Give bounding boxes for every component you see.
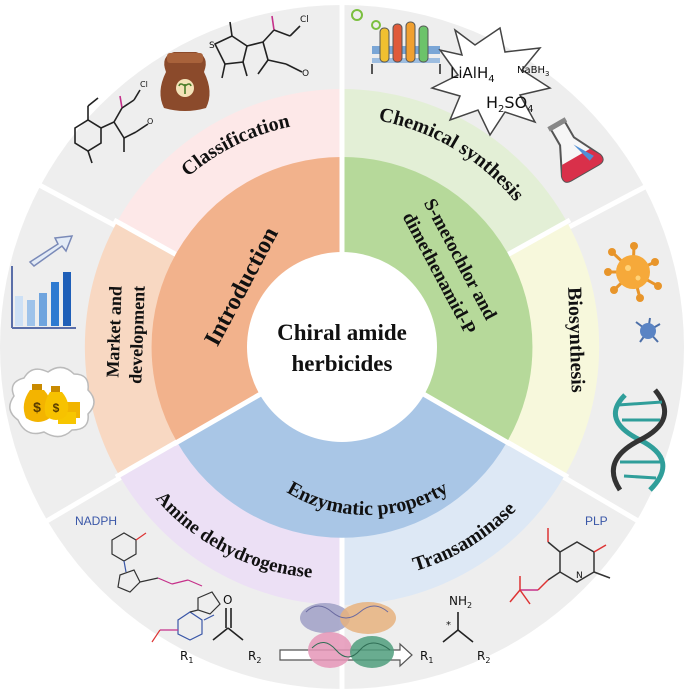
explosion-burst-icon (429, 26, 552, 137)
plp-molecule (509, 528, 611, 605)
virus-large-icon (604, 242, 662, 302)
center-title-line1: Chiral amide (277, 320, 407, 345)
oxygen-atom-left: O (147, 117, 153, 126)
ketone-r1: R1 (180, 649, 193, 665)
center-title-line2: herbicides (292, 351, 393, 376)
chiral-star: * (446, 620, 451, 631)
sulfur-atom: S (209, 41, 215, 51)
formula-h2so4: H2SO4 (486, 93, 534, 115)
amide-molecule-left (74, 89, 149, 164)
amine-nh2: NH2 (449, 594, 472, 610)
chlorine-atom-left: Cl (140, 80, 148, 89)
ketone-oxygen: O (223, 593, 232, 607)
bubbles-icon (351, 9, 381, 30)
label-market-line1: Market and (102, 286, 125, 378)
amine-r2: R2 (477, 649, 490, 665)
nadph-molecule (111, 532, 221, 643)
amine-structure (442, 612, 474, 643)
ketone-structure (212, 608, 244, 641)
formula-lialh4: LiAlH4 (450, 64, 495, 85)
formula-nabh3: NaBH3 (517, 65, 549, 78)
chlorine-atom-top: Cl (300, 15, 309, 25)
nadph-label: NADPH (75, 514, 117, 528)
label-market-line2: development (125, 285, 148, 384)
test-tube-rack-icon (371, 21, 441, 74)
oxygen-atom-top: O (302, 69, 309, 79)
growth-chart-icon (11, 235, 76, 329)
virus-small-icon (635, 317, 661, 343)
center-circle (247, 252, 437, 442)
dna-icon (610, 388, 667, 492)
seed-bag-icon (160, 52, 210, 111)
thiophene-molecule (213, 15, 303, 79)
svg-text:$: $ (53, 401, 60, 415)
plp-label: PLP (585, 514, 608, 528)
label-biosynthesis: Biosynthesis (563, 287, 589, 394)
amine-r1: R1 (420, 649, 433, 665)
ketone-r2: R2 (248, 649, 261, 665)
flask-icon (547, 117, 604, 183)
svg-text:$: $ (33, 399, 41, 415)
enzyme-protein-icon (300, 602, 396, 668)
money-bags-icon: $ $ (9, 366, 95, 438)
plp-nitrogen: N (576, 571, 583, 581)
